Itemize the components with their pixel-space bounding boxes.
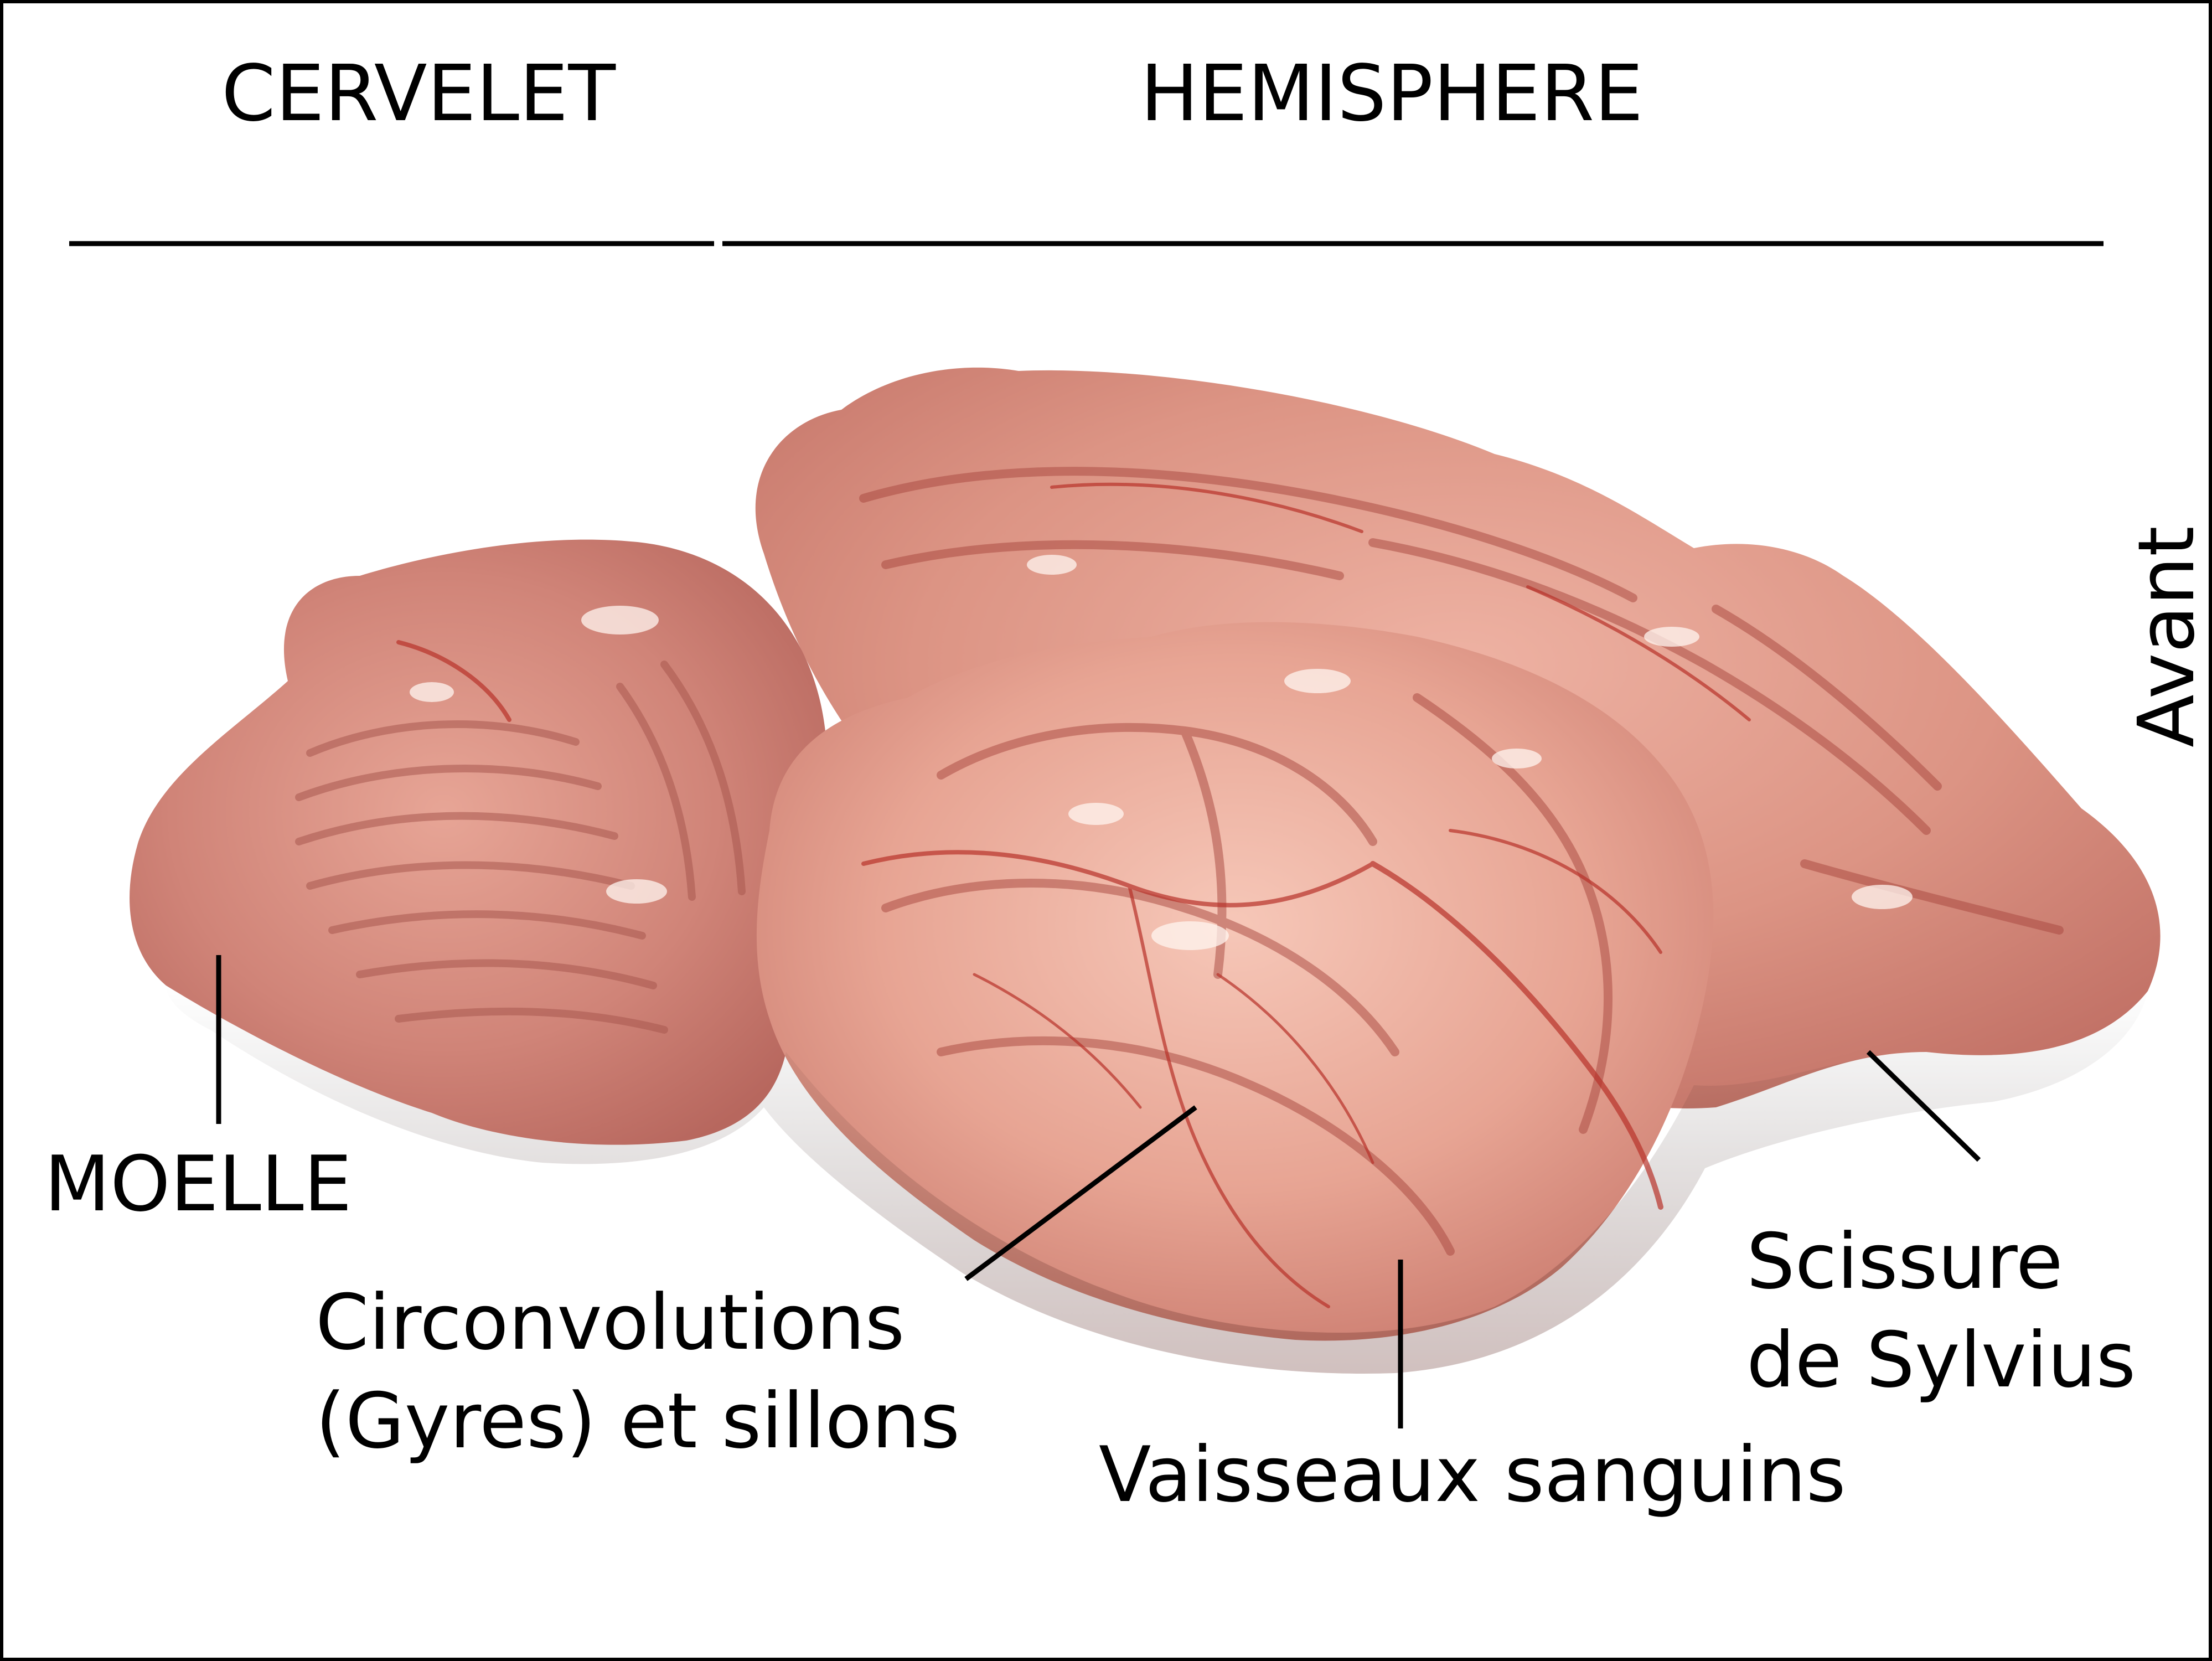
circonvolutions-label-line-2: (Gyres) et sillons <box>316 1376 960 1466</box>
brain-illustration <box>130 367 2161 1374</box>
scissure-pointer-arrow <box>1866 1050 1981 1162</box>
vaisseaux-label: Vaisseaux sanguins <box>1099 1430 1846 1519</box>
scissure-label-line-1: Scissure <box>1746 1217 2063 1306</box>
avant-label: Avant <box>2122 526 2212 747</box>
cerebellar-folia <box>295 661 746 1034</box>
circonvolutions-label-line-1: Circonvolutions <box>316 1278 905 1367</box>
circonvolutions-label: Circonvolutions (Gyres) et sillons <box>316 1273 960 1471</box>
cerebellum-shape <box>130 539 829 1145</box>
sulci-lines <box>859 467 2064 1256</box>
circonvolutions-pointer-arrow <box>964 1105 1197 1281</box>
scissure-label: Scissure de Sylvius <box>1746 1213 2136 1410</box>
scissure-label-line-2: de Sylvius <box>1746 1316 2136 1405</box>
hemisphere-label: HEMISPHERE <box>1140 49 1644 139</box>
temporal-lobe-shape <box>756 622 1714 1341</box>
cervelet-label: CERVELET <box>221 49 616 139</box>
blood-vessels <box>396 482 1751 1308</box>
moelle-label: MOELLE <box>44 1139 352 1229</box>
surface-highlights <box>410 555 1913 950</box>
